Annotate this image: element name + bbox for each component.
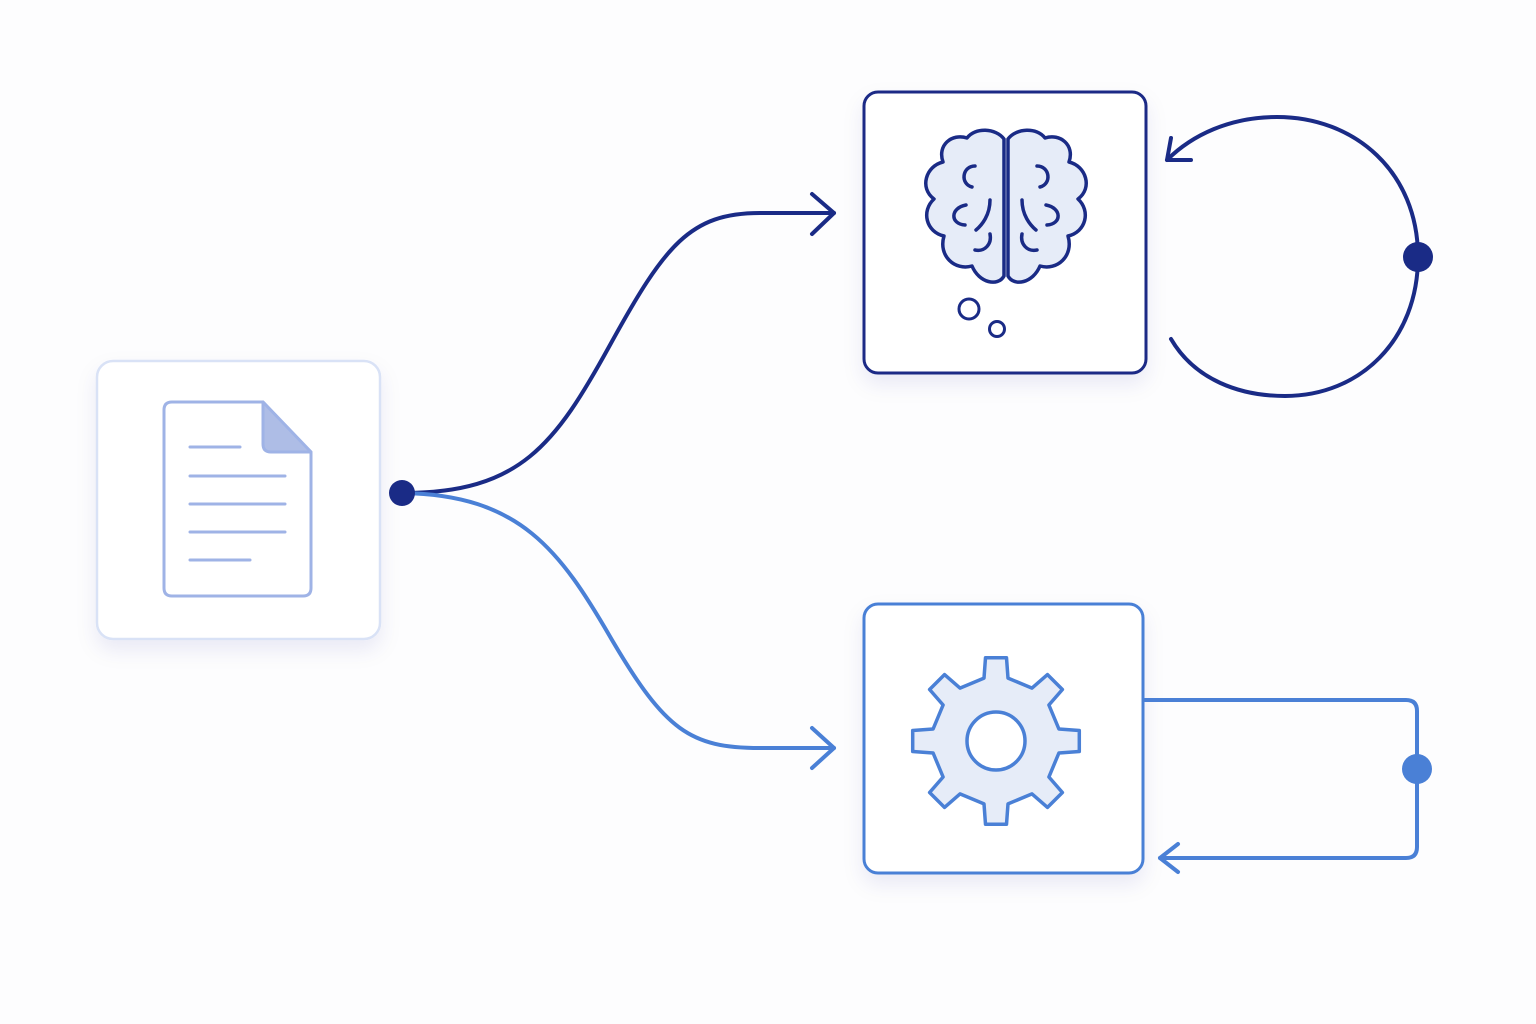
- edge-reasoning-loop: [1165, 115, 1420, 398]
- document-node[interactable]: [95, 359, 382, 641]
- reasoning-node[interactable]: [862, 90, 1148, 375]
- edge-document-to-processing: [401, 491, 836, 770]
- thought-bubbles: [957, 297, 1006, 338]
- gear-icon: [910, 655, 1082, 827]
- document-icon: [162, 400, 313, 598]
- edge-document-to-reasoning: [401, 192, 836, 495]
- arrowhead-reasoning: [810, 192, 836, 236]
- source-connector-dot[interactable]: [389, 480, 415, 506]
- arrowhead-reasoning-loop: [1165, 136, 1193, 162]
- processing-loop-dot[interactable]: [1402, 754, 1432, 784]
- processing-node[interactable]: [862, 602, 1145, 875]
- arrowhead-processing-loop: [1158, 842, 1180, 874]
- brain-icon: [924, 128, 1088, 284]
- reasoning-loop-dot[interactable]: [1403, 242, 1433, 272]
- arrowhead-processing: [810, 726, 836, 770]
- edge-processing-loop: [1143, 698, 1419, 874]
